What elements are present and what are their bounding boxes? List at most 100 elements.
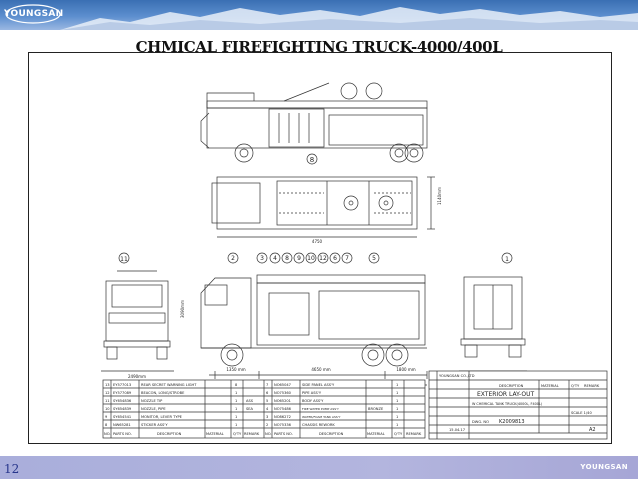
balloon-label: 7: [345, 255, 349, 262]
balloon-label: 5: [372, 255, 376, 262]
dim-rear-overhang: 1800 mm: [396, 367, 415, 372]
table-cell: ASS: [246, 399, 254, 403]
drawing-canvas: 8 1140mm 4750 11 2490: [101, 82, 608, 440]
table-cell: NOZZLE TIP: [141, 399, 163, 403]
table-cell: SY654541: [113, 415, 131, 419]
balloon-label: 1: [505, 256, 509, 263]
table-cell: SY654839: [113, 407, 132, 411]
table-cell: 1: [396, 383, 398, 387]
table-cell: 2: [266, 423, 268, 427]
page-number: 12: [4, 462, 20, 476]
table-header-cell: Q'TY: [233, 432, 242, 436]
table-cell: 3: [266, 415, 268, 419]
balloon-label: 6: [333, 255, 337, 262]
table-header-cell: Q'TY: [394, 432, 403, 436]
parts-table: [102, 379, 426, 439]
table-cell: 1: [396, 391, 398, 395]
table-cell: 1: [396, 407, 398, 411]
slide-title: CHMICAL FIREFIGHTING TRUCK-4000/400L: [135, 38, 503, 56]
table-cell: SEA: [246, 407, 254, 411]
title-block-company: YOUNGSAN CO.,LTD: [439, 374, 475, 378]
table-cell: 1: [235, 407, 237, 411]
engineering-drawing-sheet: 8 1140mm 4750 11 2490: [28, 52, 612, 444]
table-cell: EY577013: [113, 383, 131, 387]
table-cell: 5: [266, 399, 268, 403]
title-block-label: REMARK: [584, 384, 600, 388]
table-cell: 12: [105, 391, 110, 395]
table-cell: 1: [396, 399, 398, 403]
table-header-cell: MATERIAL: [206, 432, 224, 436]
table-cell: SIDE PANEL ASS'Y: [302, 383, 335, 387]
table-cell: 13: [105, 383, 110, 387]
table-cell: NO65201: [274, 399, 291, 403]
side-elevation-view-upper: [200, 82, 428, 163]
header-banner: YOUNGSAN: [0, 0, 638, 30]
table-header-cell: MATERIAL: [367, 432, 385, 436]
title-block-dwg-no: K2009813: [499, 419, 525, 425]
table-header-cell: PARTS NO.: [274, 432, 293, 436]
table-cell: 1: [396, 423, 398, 427]
table-cell: 8: [105, 423, 108, 427]
table-cell: PIPE ASS'Y: [302, 391, 322, 395]
title-block-label: MATERIAL: [541, 384, 559, 388]
table-cell: BEACON, LONG/STROBE: [141, 391, 185, 395]
table-cell: NOZZLE, PIPE: [141, 407, 166, 411]
table-header-cell: PARTS NO.: [113, 432, 132, 436]
title-block-text: YOUNGSAN CO.,LTD DESCRIPTION MATERIAL Q'…: [439, 374, 600, 433]
title-block-date: 15.04.17: [449, 428, 465, 432]
table-cell: NO75360: [274, 391, 292, 395]
table-cell: REAR SECRET WARNING LIGHT: [141, 383, 197, 387]
table-cell: STICKER ASS'Y: [141, 423, 168, 427]
side-elevation-view-main: [189, 274, 428, 386]
table-cell: CHASSIS REWORK: [302, 423, 335, 427]
table-cell: 8: [235, 383, 238, 387]
table-header-cell: REMARK: [244, 432, 260, 436]
title-block-label: DWG. NO: [472, 420, 489, 424]
dim-wheelbase-a: 1350 mm: [226, 367, 245, 372]
table-cell: 6: [266, 391, 269, 395]
table-cell: 11: [105, 399, 110, 403]
table-header-cell: NO.: [265, 432, 272, 436]
table-cell: SY654836: [113, 399, 132, 403]
balloon-label: 9: [297, 255, 301, 262]
mountain-banner-image: [60, 7, 638, 30]
table-cell: EY577089: [113, 391, 132, 395]
title-block-drawing-name: EXTERIOR LAY-OUT: [477, 391, 535, 398]
brand-logo-text: YOUNGSAN: [4, 9, 64, 19]
dim-width-front: 2490mm: [128, 374, 146, 379]
table-header-cell: REMARK: [406, 432, 422, 436]
title-block: [428, 370, 608, 440]
table-cell: 4: [266, 407, 269, 411]
table-header-cell: DESCRIPTION: [157, 432, 182, 436]
table-cell: 1: [396, 415, 398, 419]
dim-height-front: 3090mm: [180, 300, 185, 318]
table-cell: NO65047: [274, 383, 291, 387]
brand-logo: YOUNGSAN: [4, 3, 64, 25]
balloon-label: 2: [231, 255, 235, 262]
parts-table-text: 13 EY577013 REAR SECRET WARNING LIGHT 8 …: [104, 383, 422, 436]
balloon-label: 10: [307, 255, 315, 262]
balloon-label: 8: [285, 255, 289, 262]
table-header-cell: NO.: [104, 432, 111, 436]
balloon-label: 8: [310, 156, 314, 164]
table-cell: NO86272: [274, 415, 291, 419]
table-cell: NO75486: [274, 407, 292, 411]
title-block-scale: SCALE 1/40: [571, 411, 592, 415]
table-cell: NO75336: [274, 423, 292, 427]
table-header-cell: DESCRIPTION: [319, 432, 344, 436]
table-cell: BODY ASS'Y: [302, 399, 324, 403]
title-block-label: DESCRIPTION: [499, 384, 524, 388]
top-plan-view: [211, 176, 435, 238]
rear-view: [459, 276, 527, 372]
table-cell: 1: [235, 399, 237, 403]
table-cell: 1: [235, 415, 237, 419]
balloon-label: 11: [120, 256, 128, 263]
dim-top-width: 1140mm: [437, 187, 442, 205]
balloon-label: 12: [319, 255, 327, 262]
footer-brand: YOUNGSAN: [580, 463, 628, 471]
table-cell: 1: [235, 391, 237, 395]
table-cell: 7: [266, 383, 268, 387]
table-cell: 10: [105, 407, 110, 411]
table-cell: MONITOR, LEVER TYPE: [141, 415, 183, 419]
dim-top-overall: 4750: [312, 239, 323, 244]
